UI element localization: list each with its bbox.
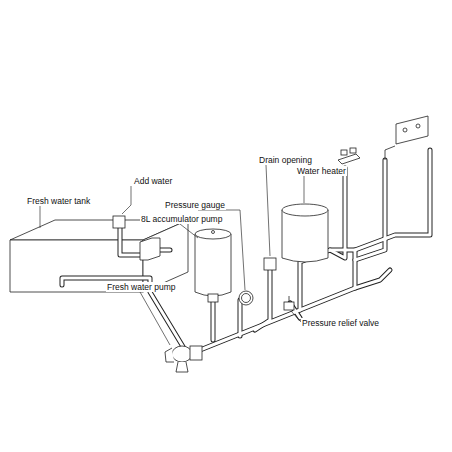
part-label: Pressure relief valve xyxy=(301,318,380,328)
faucets xyxy=(338,116,428,164)
leader-lines xyxy=(40,165,304,345)
pressure-gauge xyxy=(239,291,253,305)
accumulator-tank xyxy=(195,229,231,302)
fresh-water-pump xyxy=(165,346,202,372)
add-water-fitting xyxy=(113,216,125,228)
fresh-water-tank xyxy=(10,220,188,292)
pipes xyxy=(62,150,430,350)
part-label: Fresh water pump xyxy=(106,282,177,292)
part-label: Water heater xyxy=(296,166,347,176)
part-label: Fresh water tank xyxy=(26,196,91,206)
part-label: Pressure gauge xyxy=(164,200,226,210)
part-label: Add water xyxy=(133,176,173,186)
filter-box xyxy=(140,238,160,260)
part-label: Drain opening xyxy=(258,155,313,165)
water-heater xyxy=(282,204,328,262)
drain-opening xyxy=(264,258,276,270)
pressure-relief-valve xyxy=(284,296,294,310)
part-label: 8L accumulator pump xyxy=(140,214,223,224)
